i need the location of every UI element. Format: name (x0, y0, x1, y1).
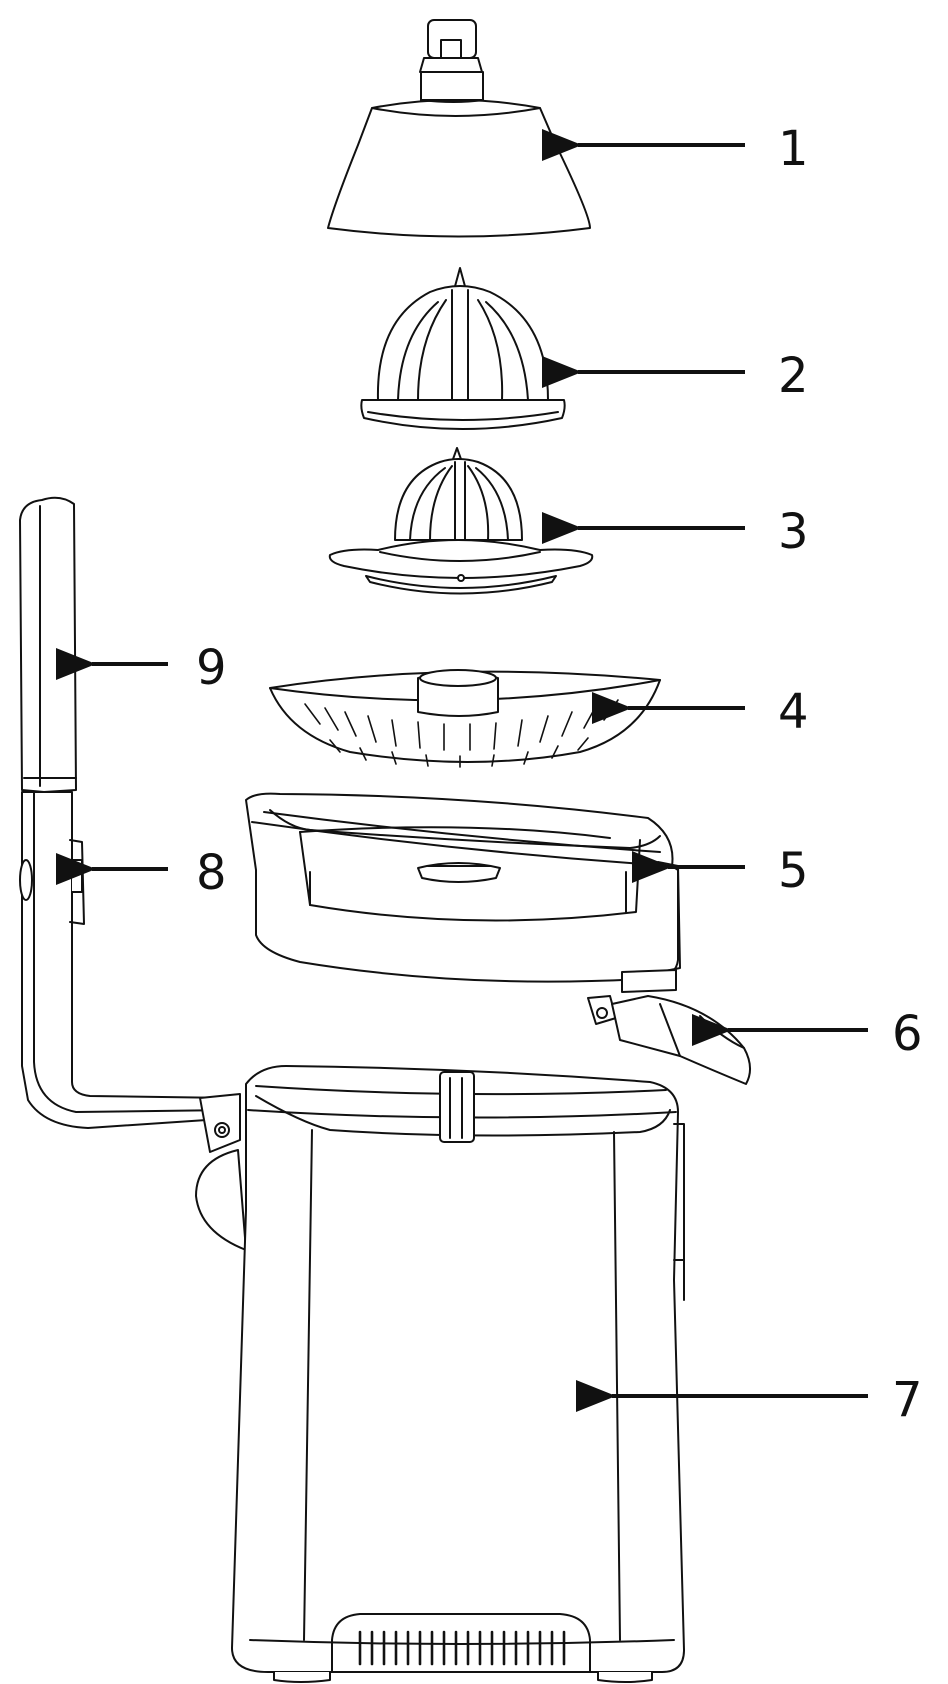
filter-sieve (270, 670, 660, 767)
base-housing (232, 1066, 684, 1682)
callout-number-7: 7 (892, 1372, 923, 1428)
juice-collector (246, 794, 680, 992)
callout-number-3: 3 (778, 504, 809, 560)
callout-number-5: 5 (778, 843, 809, 899)
callout-number-4: 4 (778, 684, 809, 740)
callout-number-8: 8 (196, 845, 227, 901)
large-reamer (361, 268, 564, 429)
callout-number-6: 6 (892, 1006, 923, 1062)
small-reamer (330, 448, 592, 594)
spout (588, 996, 750, 1084)
callout-number-2: 2 (778, 348, 809, 404)
lid-cover (328, 20, 590, 237)
callout-number-1: 1 (778, 121, 809, 177)
callout-number-9: 9 (196, 640, 227, 696)
